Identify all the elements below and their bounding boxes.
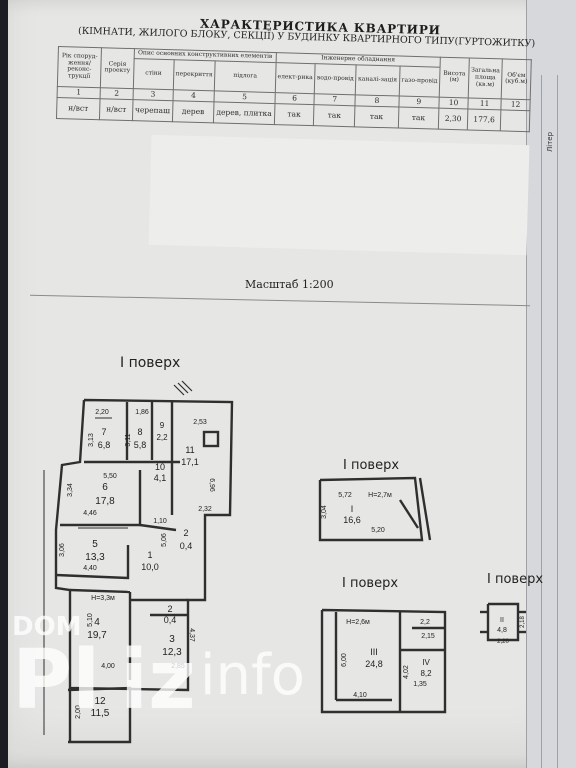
room-7-no: 7 <box>101 427 106 437</box>
floor-label-small: I поверх <box>487 572 544 587</box>
room-3-no: 3 <box>169 634 175 645</box>
dim-label: 5,50 <box>103 473 117 480</box>
dim-label: 2,85 <box>171 663 185 670</box>
plan-small-top-walls <box>318 476 432 542</box>
height-label: H=2,6м <box>346 619 370 626</box>
dim-label: 2,00 <box>75 705 82 719</box>
plan-small-mid-labels: H=2,6м III 24,8 IV 8,2 2,2 6,00 4,10 2,1… <box>341 619 435 699</box>
dim-label: 2,20 <box>497 639 509 645</box>
room-12-no: 12 <box>94 696 106 707</box>
plan-small-right-walls <box>480 602 526 642</box>
watermark-iz: iz <box>120 633 196 728</box>
dim-label: 2,20 <box>95 409 109 416</box>
dim-label: 1,10 <box>153 518 167 525</box>
room-III-area: 24,8 <box>365 659 383 669</box>
scale-label: Масштаб 1:200 <box>245 278 334 291</box>
dim-label: H=3,3м <box>91 595 115 602</box>
room-1-area: 10,0 <box>141 562 159 572</box>
dim-label: 5,06 <box>161 533 168 547</box>
watermark-pl: Pl <box>12 633 101 728</box>
dim-label: 2,15 <box>421 633 435 640</box>
room-IV-no: IV <box>422 658 430 667</box>
dim-label: 2,32 <box>198 506 212 513</box>
dim-label: 5,72 <box>338 492 352 499</box>
dim-label: 5,20 <box>371 527 385 534</box>
dim-label: 1,35 <box>413 681 427 688</box>
room-2a-area: 0,4 <box>180 541 193 551</box>
room-II-no: II <box>500 617 504 624</box>
dim-label: 1,86 <box>135 409 149 416</box>
floor-label-main: I поверх <box>120 355 181 371</box>
dim-label: 6,00 <box>341 653 348 667</box>
room-8-area: 5,8 <box>134 440 147 450</box>
dim-label: 3,06 <box>59 543 66 557</box>
watermark-info: info <box>200 643 306 708</box>
room-9-no: 9 <box>160 421 165 430</box>
room-1-no: 1 <box>147 550 152 560</box>
height-label: H=2,7м <box>368 492 392 499</box>
dim-label: 3,34 <box>67 483 74 497</box>
room-V: 2,2 <box>420 619 430 626</box>
room-5-area: 13,3 <box>85 552 105 563</box>
room-I-area: 16,6 <box>343 515 361 525</box>
room-9-area: 2,2 <box>156 433 168 442</box>
dim-label: 6,96 <box>208 478 215 492</box>
room-10-no: 10 <box>155 462 165 472</box>
table-line <box>557 75 558 768</box>
dim-label: 4,10 <box>353 692 367 699</box>
dim-label: 4,02 <box>403 665 410 679</box>
plan-small-top-labels: H=2,7м 5,72 3,04 I 16,6 5,20 <box>321 492 392 534</box>
room-8-no: 8 <box>137 427 142 437</box>
room-2a-no: 2 <box>183 528 188 538</box>
dim-label: 3,04 <box>321 505 328 519</box>
table-line <box>541 75 542 768</box>
room-6-no: 6 <box>102 482 108 493</box>
dim-label: 3,13 <box>88 433 95 447</box>
room-10-area: 4,1 <box>154 473 167 483</box>
room-4-area: 19,7 <box>87 630 107 641</box>
room-2b-no: 2 <box>167 604 172 614</box>
dim-label: 5,10 <box>87 613 94 627</box>
dim-label: 2,53 <box>193 419 207 426</box>
room-3-area: 12,3 <box>162 647 182 658</box>
floor-label-top: I поверх <box>343 458 400 473</box>
stair-mark <box>173 380 193 396</box>
room-III-no: III <box>370 647 378 657</box>
watermark-dom: DOM <box>12 612 82 642</box>
room-6-area: 17,8 <box>95 496 115 507</box>
floor-label-mid: I поверх <box>342 576 399 591</box>
dim-label: 3,11 <box>125 433 132 446</box>
room-I-no: I <box>351 504 354 514</box>
room-7-area: 6,8 <box>98 440 111 450</box>
dim-label: 2,18 <box>520 616 526 628</box>
main-plan-dimension-lines <box>43 417 128 735</box>
room-II-area: 4,8 <box>497 627 507 634</box>
dim-label: 4,00 <box>101 663 115 670</box>
room-IV-area: 8,2 <box>420 669 432 678</box>
dim-label: 4,37 <box>188 628 195 642</box>
dim-label: 4,46 <box>83 510 97 517</box>
plan-small-right-labels: II 4,8 2,18 2,20 <box>497 616 526 645</box>
adjacent-page <box>526 0 576 768</box>
plan-small-mid-walls <box>320 608 447 714</box>
room-4-no: 4 <box>94 617 100 628</box>
main-plan-labels: 7 6,8 8 5,8 9 2,2 11 17,1 10 4,1 6 17,8 … <box>59 409 215 719</box>
room-5-no: 5 <box>92 539 98 550</box>
room-2b-area: 0,4 <box>164 615 177 625</box>
room-11-area: 17,1 <box>181 457 199 467</box>
room-11-no: 11 <box>185 445 194 455</box>
main-plan-walls <box>54 398 234 744</box>
document-sheet <box>8 0 556 768</box>
room-12-area: 11,5 <box>91 708 110 719</box>
dim-label: 4,40 <box>83 565 97 572</box>
